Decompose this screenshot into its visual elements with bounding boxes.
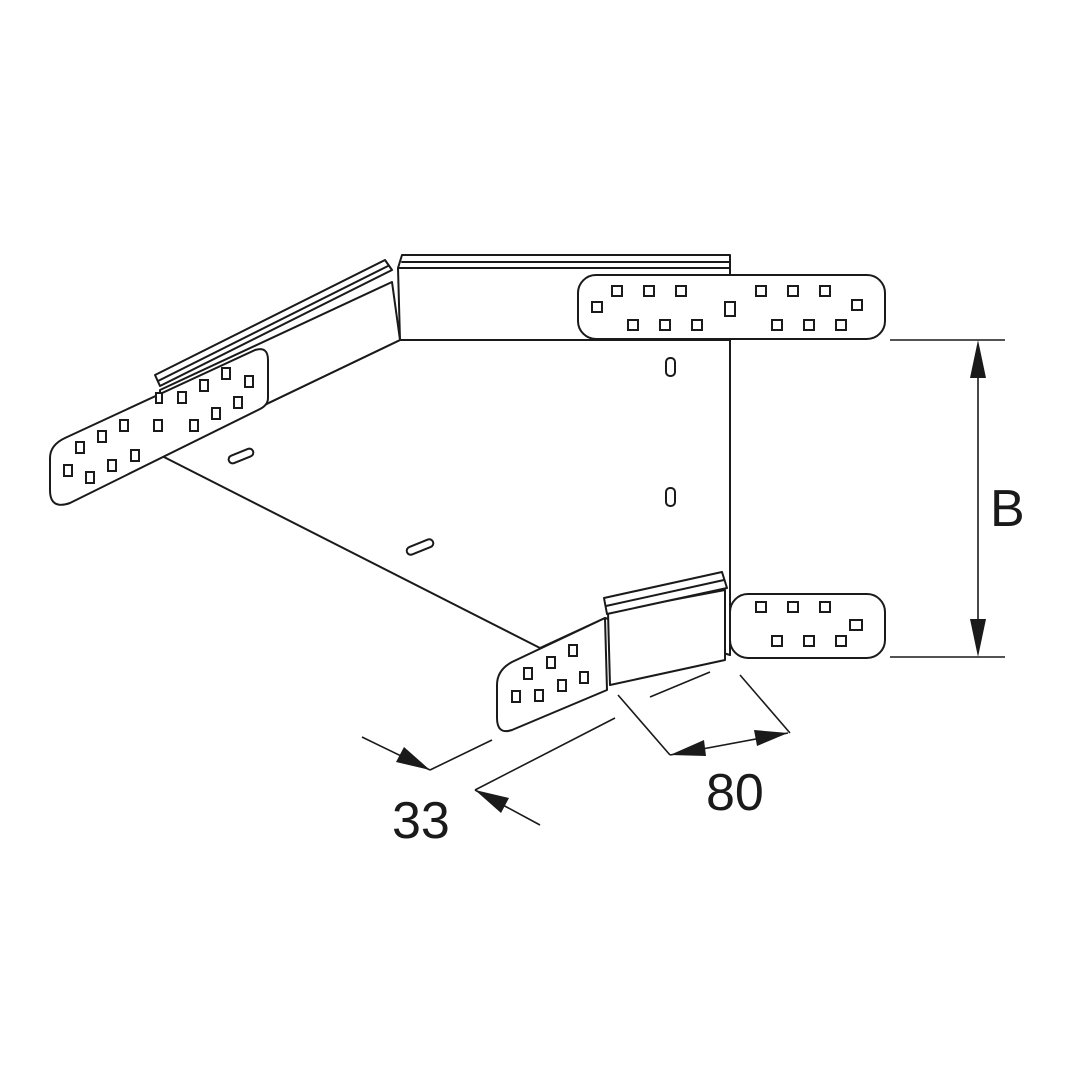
dimension-label-33: 33: [392, 792, 450, 850]
coupler-plate-bottom-left: [496, 617, 608, 733]
holes-top-left: [63, 367, 254, 484]
holes-top-right: [591, 285, 863, 331]
slot: [665, 487, 676, 507]
dimension-b: [890, 339, 1005, 658]
dimension-label-80: 80: [706, 764, 764, 822]
slot: [405, 538, 435, 556]
dimension-33: [361, 717, 616, 826]
slot: [665, 357, 676, 377]
holes-bottom-right: [755, 601, 863, 647]
slot: [227, 447, 255, 465]
dimension-80: [617, 671, 791, 756]
holes-bottom-left: [511, 644, 589, 703]
dimension-label-b: B: [990, 480, 1025, 538]
